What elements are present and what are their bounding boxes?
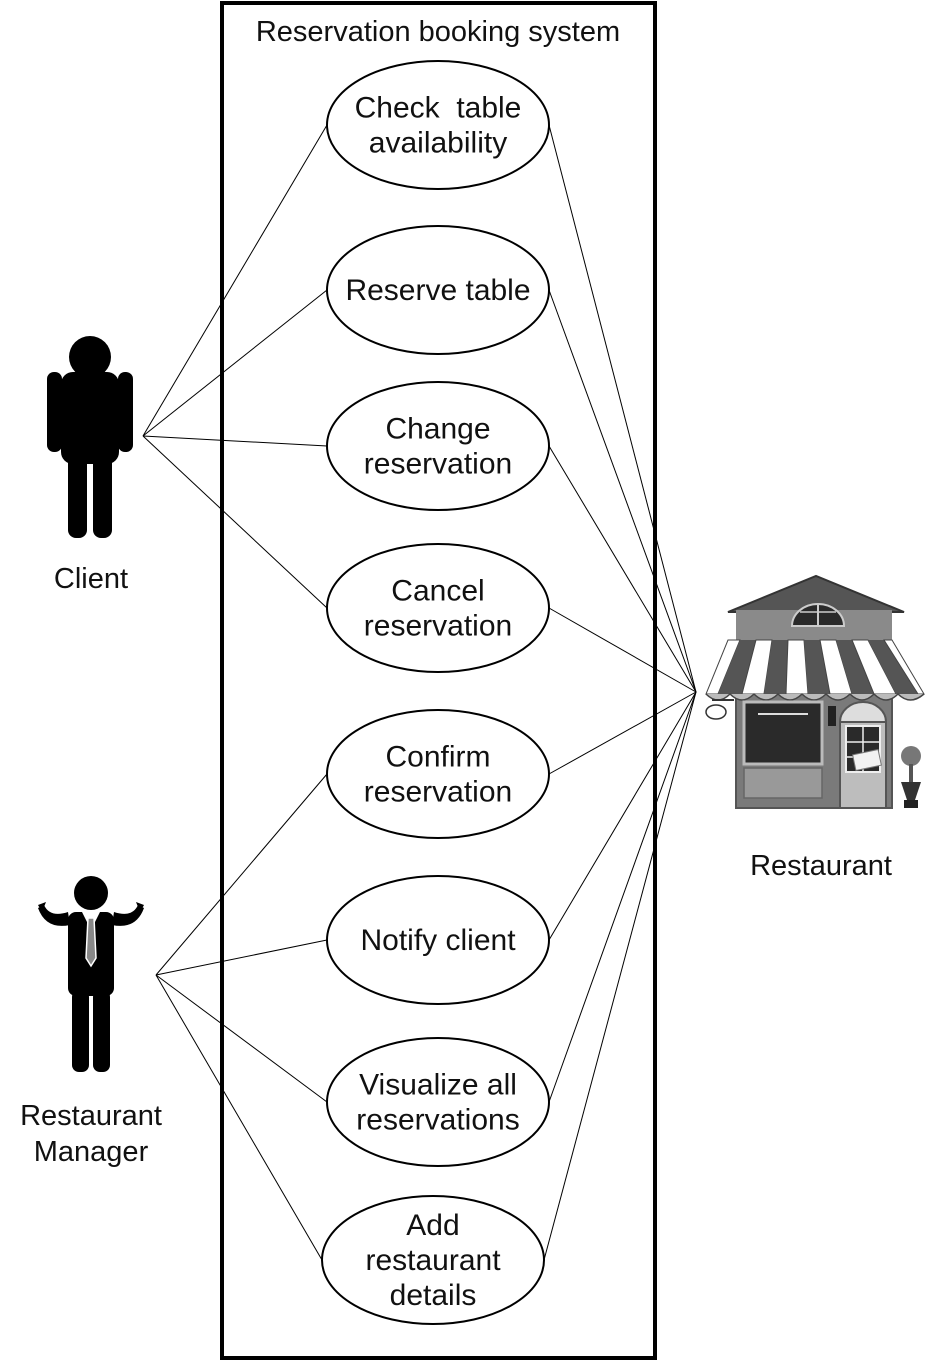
actor-label-restaurant: Restaurant (750, 850, 892, 882)
use-case-ellipse (326, 381, 550, 511)
use-case-ellipse (321, 1195, 545, 1325)
use-case-label: Reserve table (345, 274, 530, 307)
use-case-ellipse (326, 1037, 550, 1167)
association-client-change (142, 435, 328, 447)
association-restaurant-change (548, 445, 697, 693)
use-case-label: Change (385, 413, 490, 446)
association-restaurant-visualize (548, 691, 697, 1103)
use-case-label: reservation (364, 610, 512, 643)
use-case-label: Visualize all (359, 1069, 517, 1102)
businessman-icon (38, 876, 144, 1072)
use-case-ellipse (326, 709, 550, 839)
actor-label-client: Client (54, 563, 128, 595)
association-restaurant-confirm (548, 691, 697, 775)
associations (142, 124, 697, 1261)
association-manager-confirm (155, 773, 328, 976)
association-restaurant-details (543, 691, 697, 1261)
use-case-label: availability (369, 127, 507, 160)
actor-label-manager-line2: Manager (34, 1136, 149, 1168)
use-case-label: reservation (364, 448, 512, 481)
use-case-label: Confirm (385, 741, 490, 774)
association-manager-details (155, 974, 323, 1261)
use-case-label: Cancel (391, 575, 484, 608)
association-client-reserve (142, 289, 328, 437)
association-restaurant-check (548, 124, 697, 693)
association-restaurant-notify (548, 691, 697, 941)
storefront-icon (705, 574, 925, 809)
association-manager-notify (155, 939, 328, 976)
use-case-label: reservations (356, 1104, 519, 1137)
use-case-label: details (390, 1279, 477, 1312)
use-case-label: Notify client (360, 924, 516, 957)
association-restaurant-cancel (548, 607, 697, 693)
system-boundary (220, 1, 657, 1360)
use-case-label: Add (406, 1209, 459, 1242)
association-restaurant-reserve (548, 289, 697, 693)
use-case-ellipse (326, 60, 550, 190)
use-case-label: reservation (364, 776, 512, 809)
association-client-check (142, 124, 328, 437)
actor-label-manager-line1: Restaurant (20, 1100, 162, 1132)
use-case-ellipse (326, 225, 550, 355)
use-case-reserve: Reserve table (326, 225, 550, 355)
association-manager-visualize (155, 974, 328, 1103)
system-title: Reservation booking system (256, 16, 620, 48)
use-case-ellipse (326, 543, 550, 673)
use-case-ellipse (326, 875, 550, 1005)
use-case-notify: Notify client (326, 875, 550, 1005)
association-client-cancel (142, 435, 328, 609)
person-icon (47, 336, 133, 538)
use-case-label: restaurant (365, 1244, 501, 1277)
use-case-label: Check table (355, 92, 522, 125)
